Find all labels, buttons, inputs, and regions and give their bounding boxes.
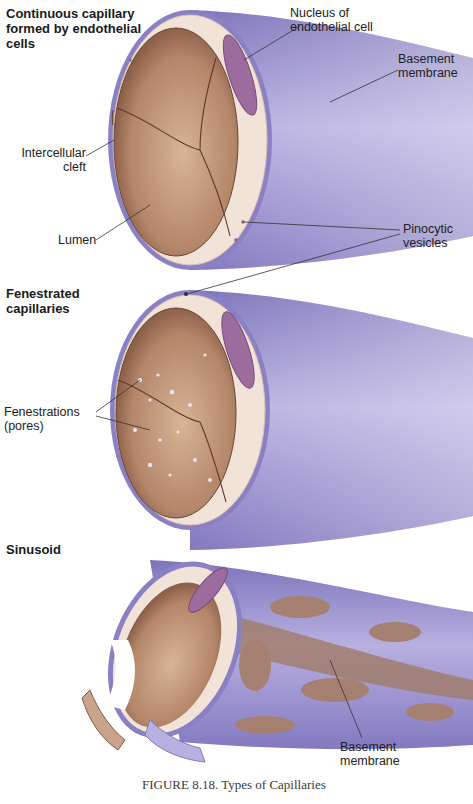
endothelial-wall <box>115 295 265 525</box>
pore <box>203 353 206 356</box>
leader-line <box>244 222 400 230</box>
endothelial-wall <box>113 15 267 265</box>
sinusoid-gap <box>270 596 330 618</box>
section-heading: Sinusoid <box>6 542 101 557</box>
leader-line <box>330 660 362 738</box>
cell-junction <box>118 380 226 502</box>
pore <box>158 438 162 442</box>
cell-nucleus <box>183 563 233 617</box>
sinusoid-gap <box>369 622 421 642</box>
pore <box>170 390 174 394</box>
part-label: Basement membrane <box>340 740 420 768</box>
pore <box>156 373 159 376</box>
basement-membrane-rim <box>108 10 272 270</box>
leader-line <box>96 205 150 240</box>
fenestrated-capillary <box>110 290 473 550</box>
pore <box>176 430 179 433</box>
cell-junction <box>117 58 230 236</box>
leader-lines <box>86 26 400 738</box>
part-label: Intercellular cleft <box>4 146 86 174</box>
lumen-surface <box>114 28 238 256</box>
pore <box>133 428 137 432</box>
cell-nucleus <box>217 32 264 119</box>
pore <box>208 478 212 482</box>
sinusoid-gap <box>406 703 454 721</box>
pinocytic-vesicle <box>234 238 238 242</box>
sinusoid-gap <box>239 639 271 691</box>
lumen-surface <box>99 567 241 742</box>
leader-line <box>96 416 150 430</box>
pore <box>168 473 171 476</box>
figure-caption: FIGURE 8.18. Types of Capillaries <box>142 778 472 792</box>
leader-line <box>330 70 398 102</box>
sinusoid-cut <box>105 640 135 710</box>
fenestrations <box>133 353 212 482</box>
part-label: Pinocytic vesicles <box>403 222 473 250</box>
sinusoid-gap <box>301 678 369 702</box>
section-heading: Fenestrated capillaries <box>6 286 101 316</box>
section-heading: Continuous capillary formed by endotheli… <box>6 6 168 51</box>
cell-nucleus <box>215 309 261 392</box>
pore <box>188 403 192 407</box>
part-label: Fenestrations (pores) <box>4 405 96 433</box>
sinusoid-fragment <box>145 720 205 762</box>
endothelial-wall <box>90 548 261 752</box>
continuous-capillary <box>108 10 473 270</box>
lumen-surface <box>116 308 236 518</box>
pore <box>148 463 152 467</box>
pore <box>193 458 197 462</box>
part-label: Nucleus of endothelial cell <box>290 6 400 34</box>
part-label: Basement membrane <box>398 52 473 80</box>
sinusoid <box>82 541 473 762</box>
leader-line <box>86 140 114 156</box>
intercellular-cleft-mark <box>112 110 114 125</box>
sinusoid-fragment <box>82 690 125 750</box>
leader-line <box>96 380 140 412</box>
part-label: Lumen <box>58 233 118 247</box>
pinocytic-vesicle <box>128 58 131 61</box>
sinusoid-gap <box>235 716 295 734</box>
leader-line <box>187 234 400 294</box>
basement-membrane-rim <box>110 290 270 530</box>
pore <box>148 398 151 401</box>
